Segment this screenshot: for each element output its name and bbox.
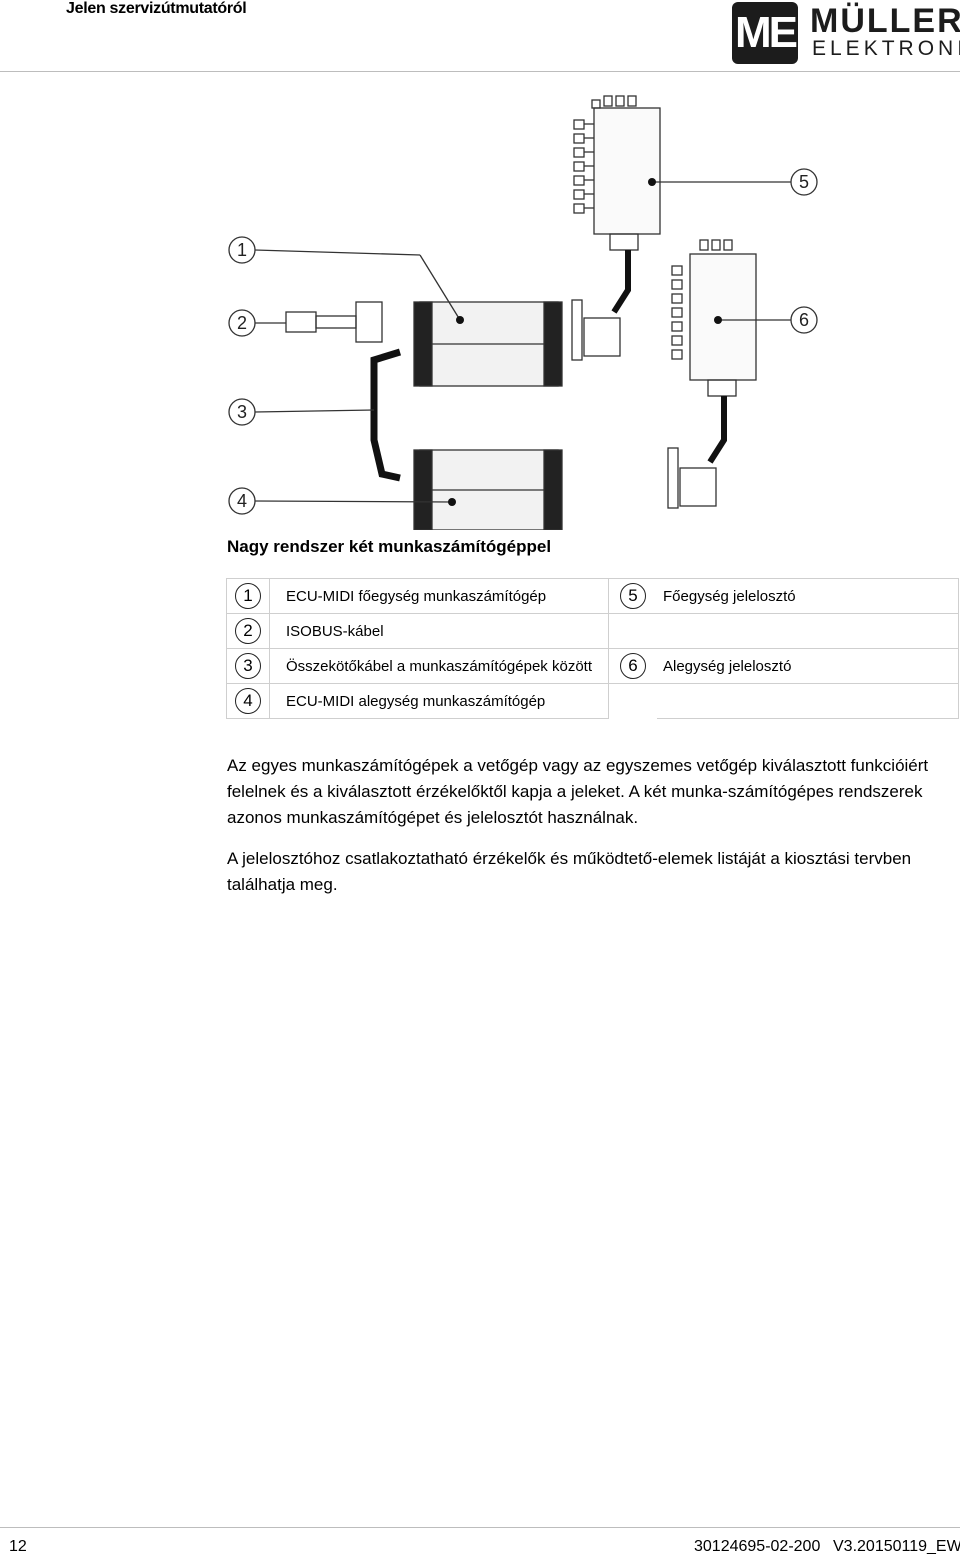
brand-logo: ME MÜLLER ELEKTRONIK [732,2,960,64]
section-title: Jelen szervizútmutatóról [66,0,247,17]
footer-divider [0,1527,960,1528]
legend-label: Összekötőkábel a munkaszámítógépek közöt… [269,648,609,684]
callout-label: 2 [237,313,247,333]
legend-number: 5 [620,583,646,609]
legend-number: 6 [620,653,646,679]
logo-mark: ME [732,2,798,64]
sub-distributor-box [671,239,757,397]
legend-label: ECU-MIDI alegység munkaszámítógép [269,683,609,719]
table-row: 3 Összekötőkábel a munkaszámítógépek köz… [226,648,959,684]
ecu-sub-box [413,449,563,530]
callout-label: 3 [237,402,247,422]
page-number: 12 [9,1538,27,1555]
document-version: V3.20150119_EW [833,1538,960,1555]
body-paragraph: A jelelosztóhoz csatlakoztatható érzékel… [227,849,912,894]
ecu-main-box [413,301,563,387]
document-number: 30124695-02-200 [694,1538,821,1555]
body-paragraph: Az egyes munkaszámítógépek a vetőgép vag… [227,756,929,827]
callout-label: 1 [237,240,247,260]
header-divider [0,71,960,72]
legend-number: 4 [235,688,261,714]
legend-number: 1 [235,583,261,609]
figure-caption: Nagy rendszer két munkaszámítógéppel [227,537,552,556]
logo-text-elektronik: ELEKTRONIK [812,37,960,60]
legend-label: Alegység jelelosztó [657,648,959,684]
table-row: 2 ISOBUS-kábel [226,613,959,649]
legend-number: 2 [235,618,261,644]
callout-label: 5 [799,172,809,192]
callout-label: 6 [799,310,809,330]
legend-label: Főegység jelelosztó [657,578,959,614]
callout-label: 4 [237,491,247,511]
table-row: 4 ECU-MIDI alegység munkaszámítógép [226,683,959,719]
table-row: 1 ECU-MIDI főegység munkaszámítógép 5 Fő… [226,578,959,614]
legend-label: ECU-MIDI főegység munkaszámítógép [269,578,609,614]
legend-table: 1 ECU-MIDI főegység munkaszámítógép 5 Fő… [226,578,959,719]
logo-text-muller: MÜLLER [810,2,960,40]
legend-label: ISOBUS-kábel [269,613,609,649]
system-diagram: 1 2 3 4 5 6 [228,95,818,530]
main-distributor-box [573,95,661,251]
legend-number: 3 [235,653,261,679]
